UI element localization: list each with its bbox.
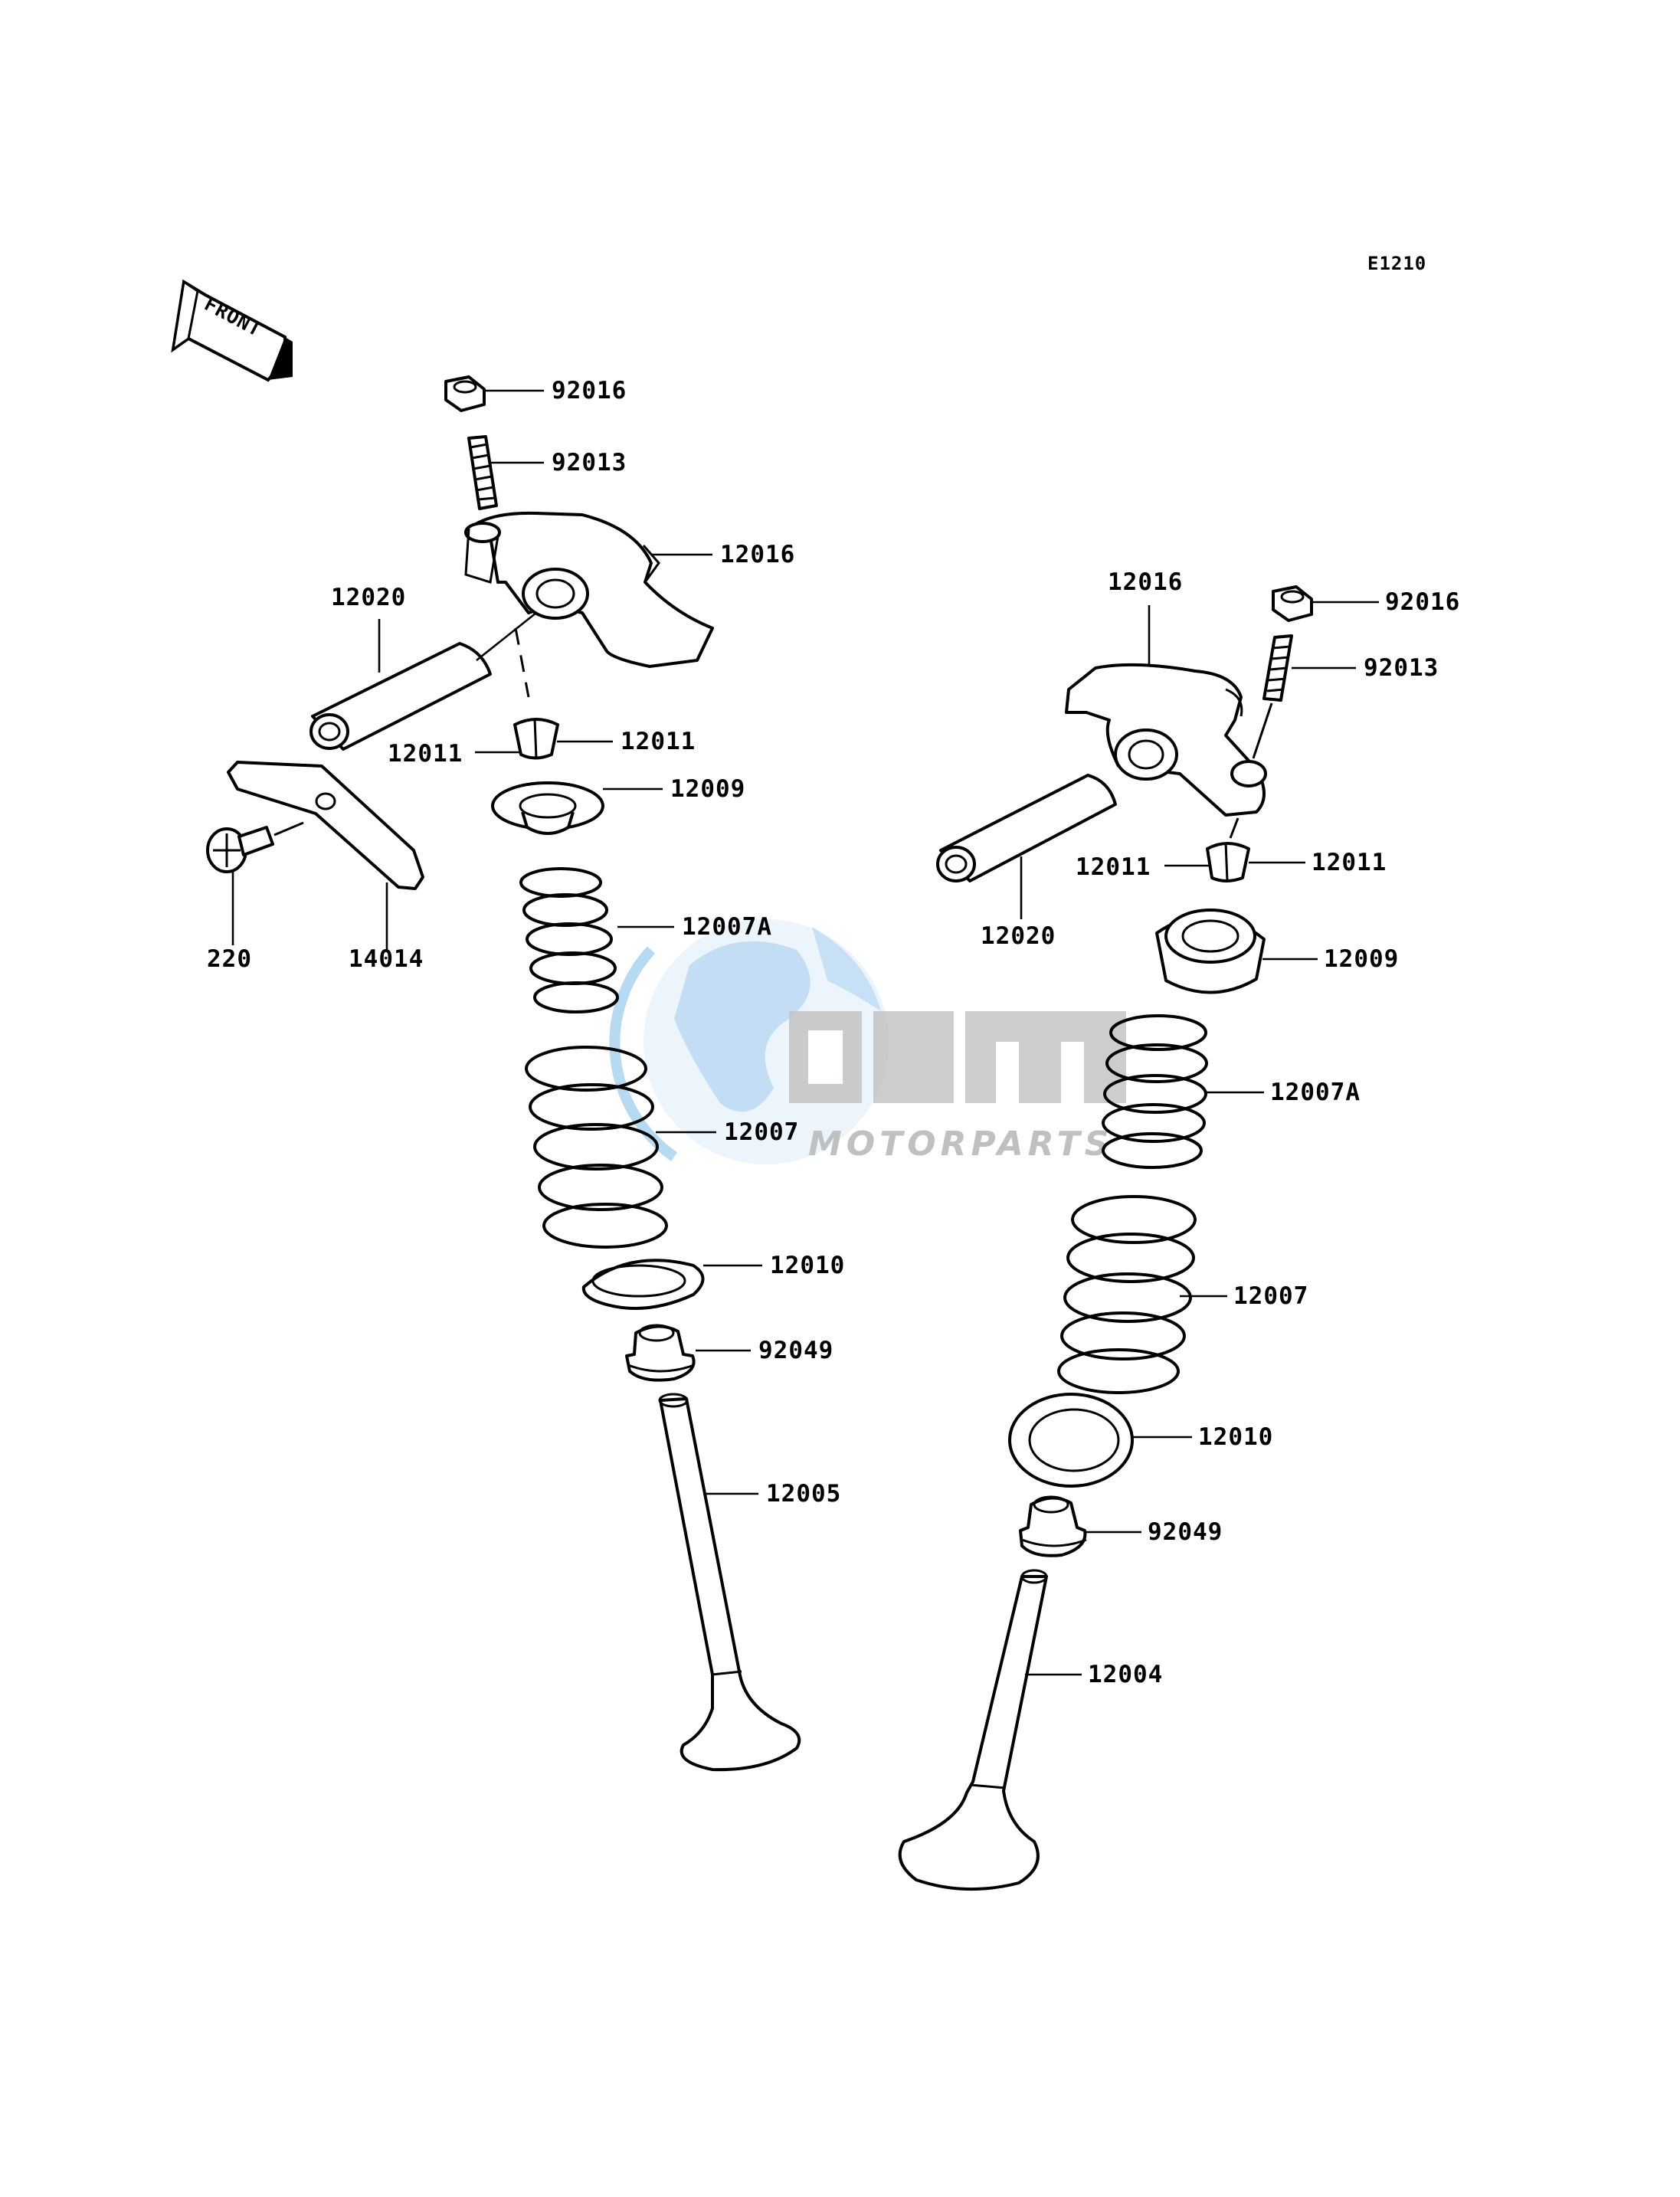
left-valve-assembly: 92016 92013 12016 12020 — [206, 375, 845, 1772]
right-rocker-arm — [1065, 663, 1267, 817]
right-rocker-shaft: 12020 — [936, 774, 1117, 950]
left-rocker-label: 12016 — [720, 541, 795, 568]
right-inner-spring-label: 12007A — [1270, 1079, 1361, 1106]
right-valve-label: 12004 — [1088, 1661, 1163, 1688]
left-valve-label: 12005 — [766, 1480, 841, 1508]
left-outer-spring: 12007 — [525, 1046, 799, 1249]
right-retainer: 12009 — [1155, 909, 1399, 994]
left-nut-label: 92016 — [552, 377, 627, 404]
left-cotter-a-label: 12011 — [621, 728, 696, 755]
left-screw: 220 — [206, 821, 304, 973]
watermark-subtitle: MOTORPARTS — [808, 1125, 1113, 1164]
osm-watermark-logo: MOTORPARTS — [609, 919, 1126, 1164]
left-rocker-arm: 12016 — [464, 511, 795, 668]
right-valve: 12004 — [898, 1569, 1163, 1891]
left-plate-label: 14014 — [349, 945, 424, 973]
left-seal-label: 92049 — [758, 1337, 833, 1364]
right-outer-spring: 12007 — [1057, 1195, 1308, 1394]
left-adjuster-screw: 92013 — [467, 435, 627, 510]
left-retainer-label: 12009 — [670, 775, 745, 803]
right-spring-seat: 12010 — [1008, 1393, 1273, 1488]
right-valve-assembly: 12016 92016 92013 — [898, 568, 1460, 1891]
left-plate: 14014 — [227, 761, 424, 973]
left-inner-spring: 12007A — [519, 867, 772, 1013]
left-seat-label: 12010 — [770, 1252, 845, 1279]
right-cotter-b-label: 12011 — [1076, 853, 1151, 881]
right-screw-label: 92013 — [1364, 654, 1439, 682]
right-stem-seal: 92049 — [1019, 1495, 1223, 1557]
right-seat-label: 12010 — [1198, 1423, 1273, 1451]
left-cotters: 12011 12011 — [388, 718, 696, 768]
diagram-id: E1210 — [1367, 253, 1426, 274]
left-screw-label: 92013 — [552, 449, 627, 476]
left-stem-seal: 92049 — [625, 1324, 833, 1382]
right-cotters: 12011 12011 — [1076, 817, 1387, 882]
right-seal-label: 92049 — [1148, 1518, 1223, 1546]
left-inner-spring-label: 12007A — [682, 913, 772, 941]
left-cotter-b-label: 12011 — [388, 740, 463, 768]
left-retainer: 12009 — [491, 775, 745, 835]
right-retainer-label: 12009 — [1324, 945, 1399, 973]
right-nut-label: 92016 — [1385, 588, 1460, 616]
right-inner-spring: 12007A — [1102, 1014, 1361, 1169]
left-outer-spring-label: 12007 — [724, 1118, 799, 1146]
left-valve: 12005 — [658, 1393, 841, 1772]
right-rocker-label: 12016 — [1108, 568, 1183, 596]
front-arrow-icon: FRONT — [171, 279, 293, 382]
right-adjuster-screw: 92013 — [1252, 634, 1439, 759]
left-spring-seat: 12010 — [581, 1252, 845, 1310]
left-shaft-label: 12020 — [331, 584, 406, 611]
right-outer-spring-label: 12007 — [1233, 1282, 1308, 1310]
left-screw-220-label: 220 — [207, 945, 252, 973]
left-rocker-shaft: 12020 — [309, 584, 537, 751]
left-nut: 92016 — [444, 375, 627, 412]
right-nut: 92016 — [1272, 585, 1460, 622]
right-cotter-a-label: 12011 — [1312, 849, 1387, 876]
right-shaft-label: 12020 — [981, 922, 1056, 950]
